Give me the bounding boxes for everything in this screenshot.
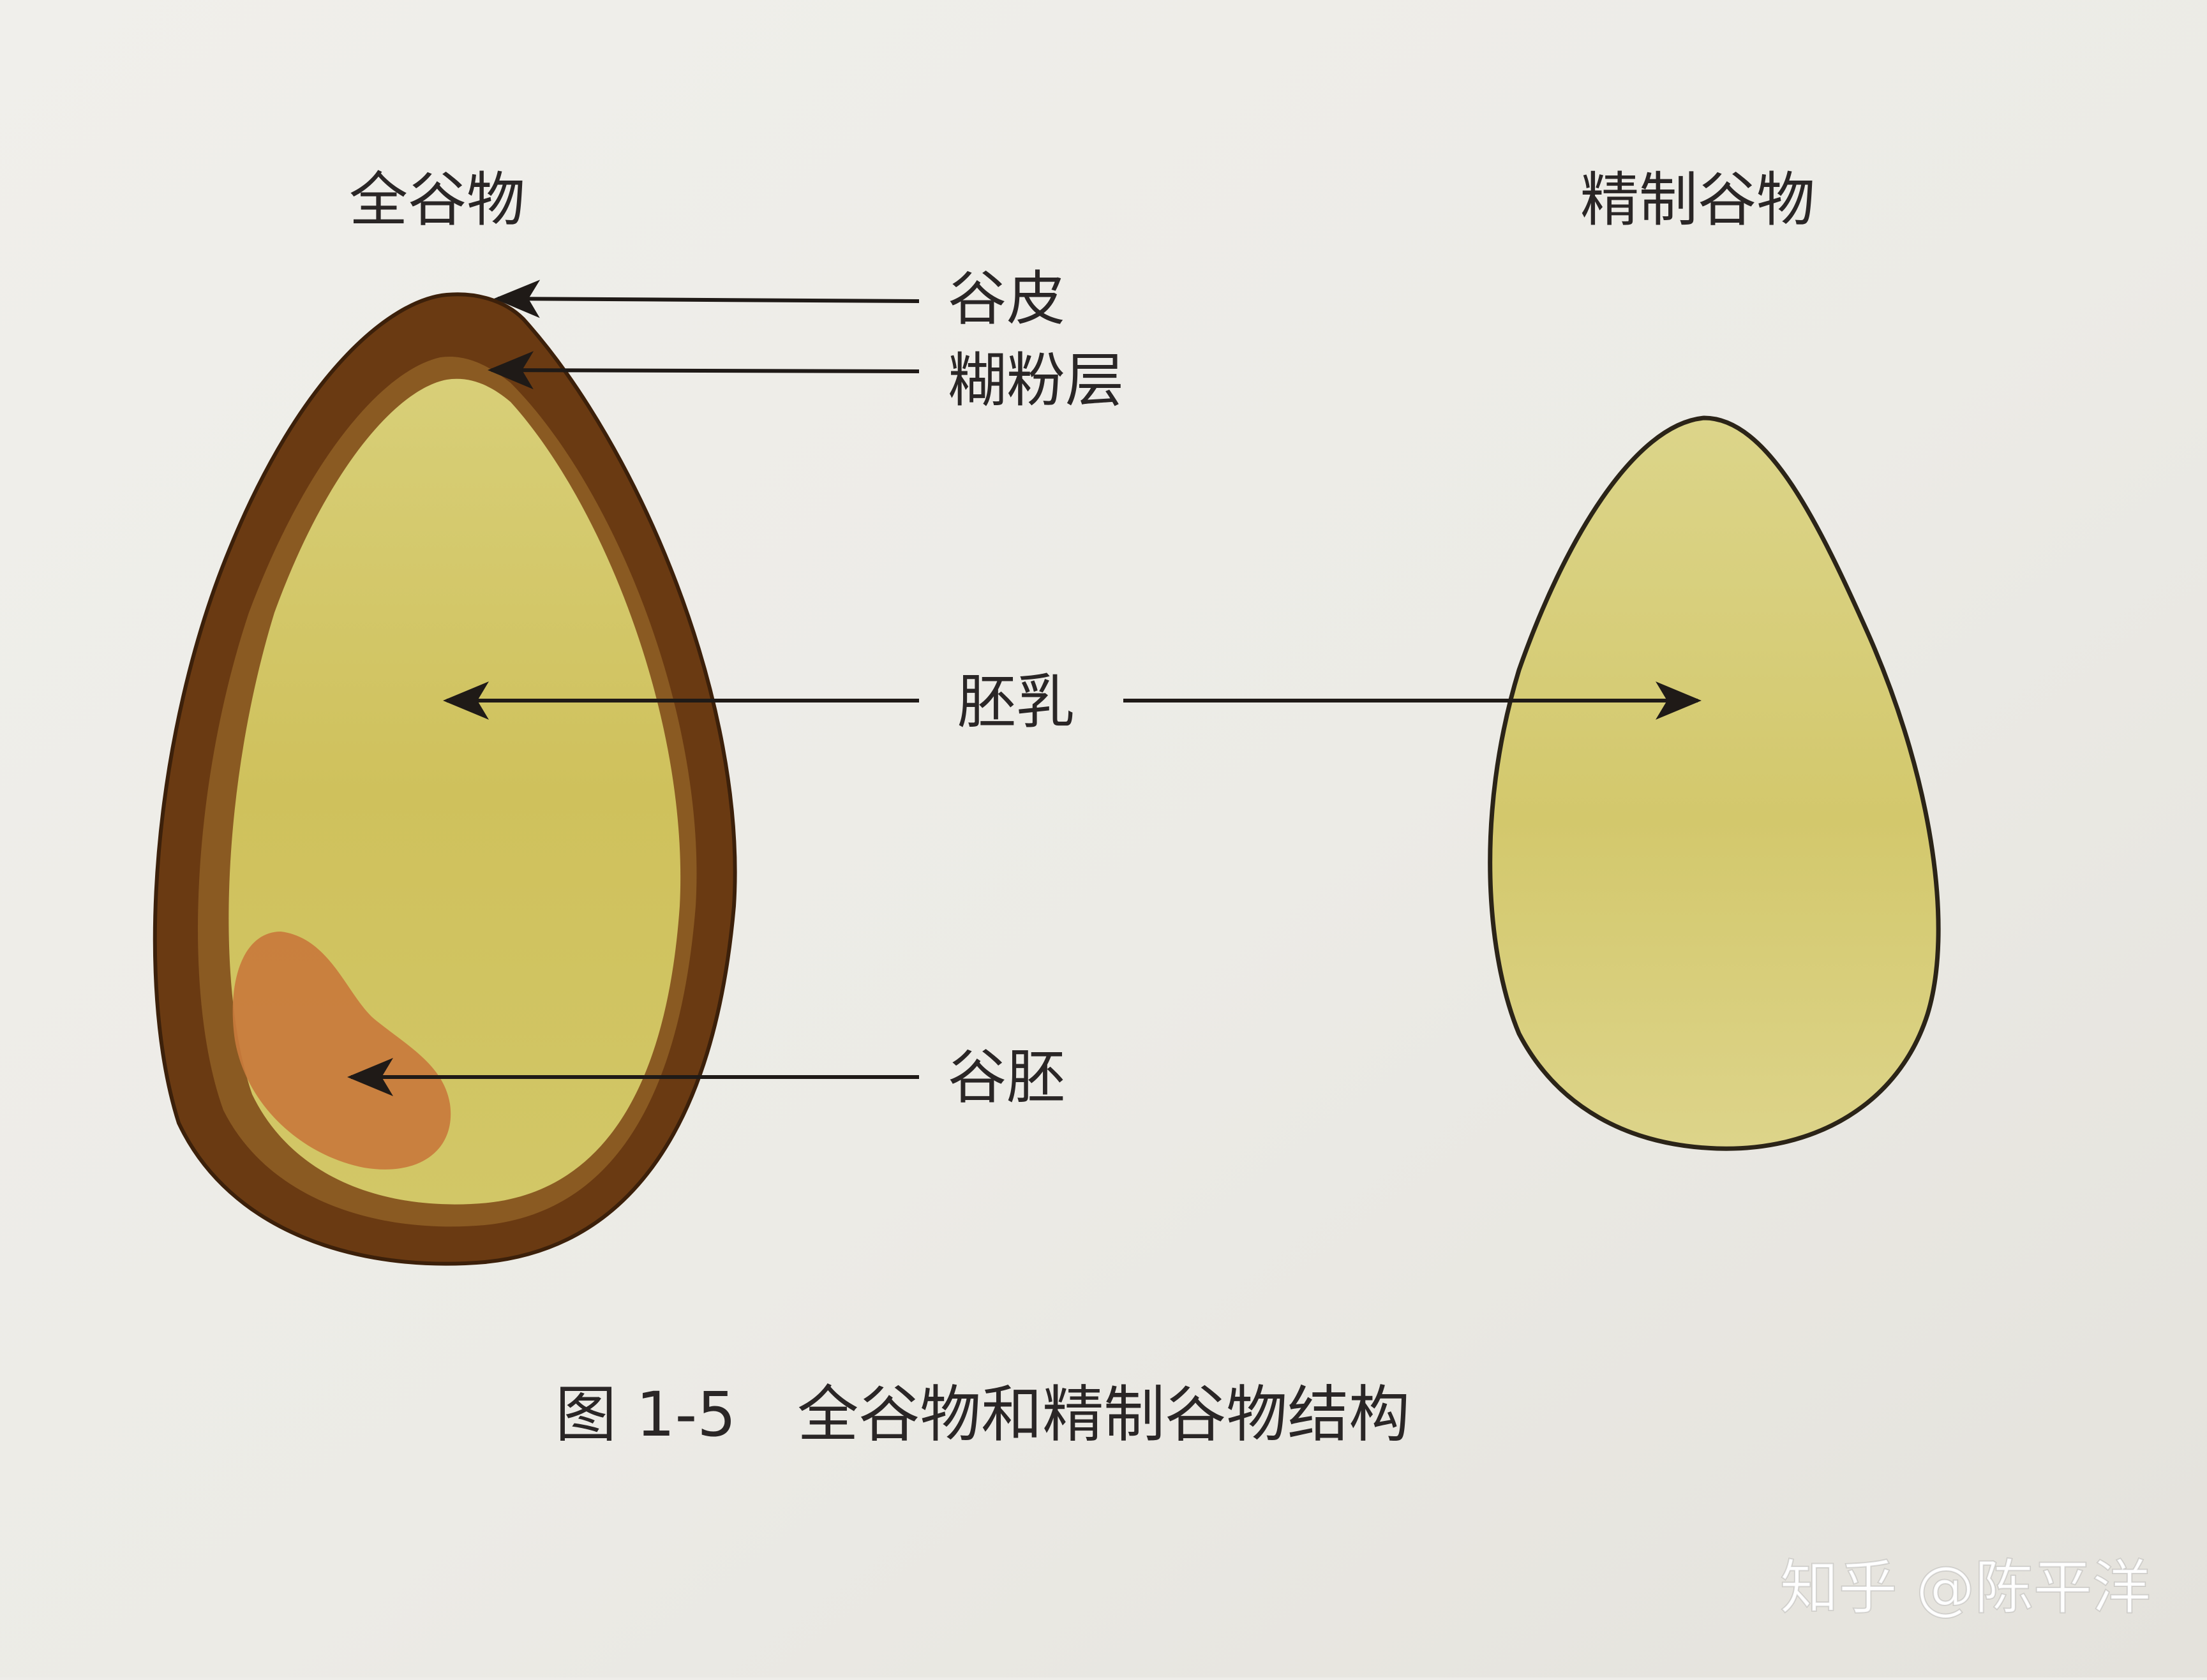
bran-arrow [494, 279, 920, 318]
germ-region [232, 932, 451, 1170]
germ-label: 谷胚 [948, 1043, 1065, 1111]
whole-grain-heading: 全谷物 [349, 166, 525, 234]
aleurone-arrow [488, 351, 920, 390]
figure-caption: 图 1-5 全谷物和精制谷物结构 [555, 1379, 1410, 1450]
aleurone-label: 糊粉层 [948, 346, 1124, 415]
watermark: 知乎 @陈平洋 [1780, 1554, 2151, 1622]
refined-grain-heading: 精制谷物 [1580, 166, 1815, 234]
refined-grain-kernel [1488, 415, 1941, 1151]
bran-label: 谷皮 [948, 265, 1065, 333]
endosperm-label: 胚乳 [957, 668, 1075, 736]
whole-grain-kernel [153, 292, 737, 1266]
